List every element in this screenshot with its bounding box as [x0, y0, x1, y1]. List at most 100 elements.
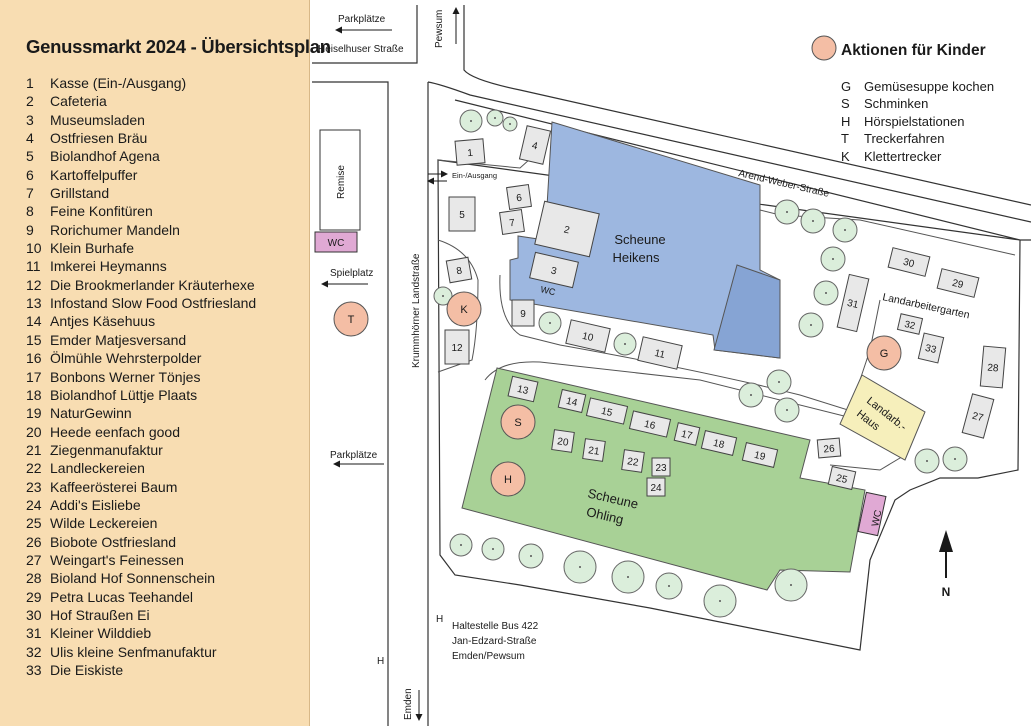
- svg-text:9: 9: [520, 309, 526, 320]
- stand-2[interactable]: 2: [534, 200, 600, 258]
- svg-text:31: 31: [846, 298, 860, 311]
- stand-27[interactable]: 27: [961, 393, 995, 439]
- kids-marker-k: K: [446, 291, 482, 327]
- stand-33[interactable]: 33: [917, 332, 945, 364]
- kids-legend-label: Schminken: [864, 96, 928, 111]
- stand-20[interactable]: 20: [551, 429, 575, 453]
- svg-text:19: 19: [753, 450, 767, 463]
- stand-9[interactable]: 9: [511, 299, 535, 327]
- stand-21[interactable]: 21: [582, 438, 606, 462]
- svg-text:21: 21: [588, 445, 601, 458]
- stand-12[interactable]: 12: [444, 329, 470, 365]
- krummhoerner-label: Krummhörner Landstraße: [411, 253, 422, 368]
- svg-text:K: K: [460, 304, 468, 316]
- stand-8[interactable]: 8: [445, 256, 473, 284]
- parkplaetze-mid-label: Parkplätze: [330, 450, 378, 461]
- svg-text:30: 30: [902, 257, 916, 270]
- svg-text:20: 20: [557, 436, 570, 449]
- wc-right-label: WC: [870, 509, 884, 528]
- scheune-heikens-annex: [713, 264, 781, 359]
- svg-text:13: 13: [516, 384, 530, 397]
- kids-legend-label: Gemüsesuppe kochen: [864, 79, 994, 94]
- svg-text:12: 12: [451, 343, 463, 354]
- stand-10[interactable]: 10: [565, 319, 611, 353]
- stand-28[interactable]: 28: [979, 345, 1007, 389]
- svg-text:24: 24: [650, 483, 662, 494]
- stand-22[interactable]: 22: [621, 449, 645, 473]
- stand-24[interactable]: 24: [646, 477, 666, 497]
- kids-legend-code: T: [841, 131, 849, 146]
- stand-11[interactable]: 11: [637, 336, 683, 370]
- stand-16[interactable]: 16: [628, 410, 672, 438]
- kids-legend-code: S: [841, 96, 850, 111]
- stand-30[interactable]: 30: [887, 247, 931, 277]
- wc-left: [314, 231, 358, 253]
- wc-left-label: WC: [328, 238, 345, 249]
- svg-text:28: 28: [987, 363, 999, 375]
- svg-text:16: 16: [643, 419, 657, 432]
- parkplaetze-top-label: Parkplätze: [338, 14, 386, 25]
- svg-text:10: 10: [581, 331, 595, 344]
- stand-26[interactable]: 26: [816, 437, 842, 459]
- stands: 1 2 3 4 5 6 7 8 9 10 11 12 13 14 15 16 1…: [444, 125, 1007, 497]
- stand-23[interactable]: 23: [651, 457, 671, 477]
- kids-legend-code: H: [841, 114, 850, 129]
- svg-text:27: 27: [971, 411, 985, 425]
- site-map: Remise WC Parkplätze Heiselhuser Straße …: [312, 5, 1031, 726]
- arend-weber-road-edge-north: [463, 5, 1031, 206]
- svg-text:25: 25: [835, 473, 849, 486]
- svg-text:5: 5: [459, 210, 465, 221]
- north-label: N: [942, 585, 951, 599]
- stand-18[interactable]: 18: [700, 430, 738, 456]
- svg-text:8: 8: [456, 266, 464, 278]
- bus-stop-line-1: Haltestelle Bus 422: [452, 621, 539, 632]
- stand-5[interactable]: 5: [448, 196, 476, 232]
- svg-text:29: 29: [951, 278, 965, 291]
- wc-heikens-label: WC: [540, 284, 557, 297]
- heiselhuser-label: Heiselhuser Straße: [318, 44, 404, 55]
- stand-1[interactable]: 1: [454, 138, 486, 166]
- stand-13[interactable]: 13: [507, 375, 539, 403]
- svg-text:22: 22: [627, 456, 640, 469]
- road-edge-east: [427, 81, 1031, 223]
- kids-marker-s: S: [500, 404, 536, 440]
- kids-marker-t: T: [333, 301, 369, 337]
- stand-15[interactable]: 15: [585, 397, 629, 425]
- stand-25[interactable]: 25: [827, 465, 857, 491]
- kids-legend-code: K: [841, 149, 850, 164]
- stand-32[interactable]: 32: [896, 313, 924, 335]
- stand-6[interactable]: 6: [506, 184, 532, 210]
- stand-19[interactable]: 19: [741, 442, 779, 468]
- north-arrow-icon: N: [939, 530, 953, 599]
- kids-legend-icon: [811, 35, 837, 61]
- svg-text:G: G: [880, 348, 889, 360]
- stand-17[interactable]: 17: [673, 422, 701, 446]
- stand-14[interactable]: 14: [557, 388, 587, 414]
- stand-7[interactable]: 7: [499, 209, 525, 235]
- heiselhuser-road-edge-north: [312, 5, 418, 64]
- stand-3[interactable]: 3: [529, 251, 579, 289]
- stand-31[interactable]: 31: [836, 273, 870, 333]
- svg-text:2: 2: [563, 224, 571, 236]
- stand-4[interactable]: 4: [518, 125, 552, 165]
- stand-29[interactable]: 29: [936, 268, 980, 298]
- landarbeiterhaus: [839, 374, 926, 461]
- bus-stop-line-2: Jan-Edzard-Straße: [452, 636, 537, 647]
